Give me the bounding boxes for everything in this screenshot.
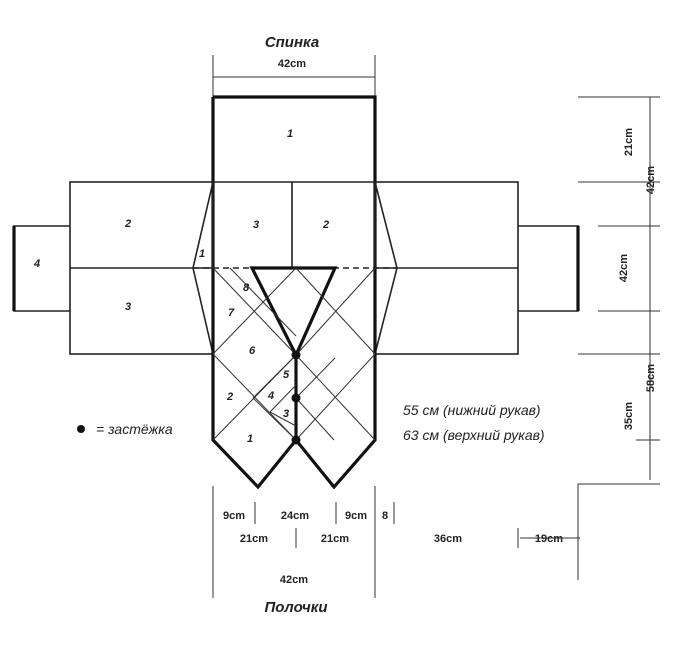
bottom-24: 24cm bbox=[281, 510, 309, 522]
bottom-21-left: 21cm bbox=[240, 533, 268, 545]
top-width-dimension: 42cm bbox=[212, 55, 376, 100]
svg-text:5: 5 bbox=[283, 369, 290, 381]
bottom-42: 42cm bbox=[280, 574, 308, 586]
bottom-36: 36cm bbox=[434, 533, 462, 545]
sleeve-note-lower: 55 см (нижний рукав) bbox=[403, 402, 541, 418]
clasp-legend: = застёжка bbox=[77, 421, 173, 437]
left-sleeve: 2 3 bbox=[69, 181, 214, 355]
fronts-title: Полочки bbox=[264, 599, 327, 616]
bottom-19: 19cm bbox=[535, 533, 563, 545]
right-sleeve-a-label: 58cm bbox=[645, 364, 657, 392]
bottom-dimensions: 9cm 24cm 9cm 8 21cm 21cm 36cm 19cm 42cm bbox=[212, 486, 580, 598]
back-title: Спинка bbox=[265, 34, 319, 51]
svg-text:3: 3 bbox=[125, 301, 131, 313]
svg-text:4: 4 bbox=[267, 390, 274, 402]
left-cuff: 4 bbox=[12, 225, 70, 312]
right-dimensions: 21cm 42cm 42cm 58cm 35cm bbox=[578, 96, 660, 480]
button-dot bbox=[291, 435, 301, 445]
svg-text:3: 3 bbox=[253, 219, 259, 231]
svg-text:6: 6 bbox=[249, 345, 256, 357]
legend-bullet bbox=[77, 425, 85, 433]
svg-text:7: 7 bbox=[228, 307, 235, 319]
svg-text:2: 2 bbox=[322, 219, 329, 231]
legend-text: = застёжка bbox=[96, 421, 173, 437]
right-total-label: 42cm bbox=[645, 166, 657, 194]
button-dot bbox=[291, 350, 301, 360]
right-cuff bbox=[518, 225, 580, 312]
svg-text:2: 2 bbox=[226, 391, 233, 403]
svg-text:2: 2 bbox=[124, 218, 131, 230]
svg-text:3: 3 bbox=[283, 408, 289, 420]
corner-bracket bbox=[577, 483, 660, 580]
svg-text:1: 1 bbox=[247, 433, 253, 445]
right-sleeve-b-label: 35cm bbox=[623, 402, 635, 430]
top-width-label: 42cm bbox=[278, 58, 306, 70]
bottom-9-right: 9cm bbox=[345, 510, 367, 522]
svg-text:1: 1 bbox=[199, 248, 205, 260]
svg-text:4: 4 bbox=[33, 258, 40, 270]
button-dot bbox=[291, 393, 301, 403]
back-middle-panels: 3 2 bbox=[211, 181, 377, 268]
bottom-21-right: 21cm bbox=[321, 533, 349, 545]
svg-text:1: 1 bbox=[287, 128, 293, 140]
front-panels: 8 7 6 5 4 3 2 1 bbox=[211, 266, 377, 490]
svg-text:8: 8 bbox=[243, 282, 250, 294]
right-cuff-label: 42cm bbox=[618, 254, 630, 282]
right-upper-label: 21cm bbox=[623, 128, 635, 156]
sleeve-note-upper: 63 см (верхний рукав) bbox=[403, 427, 545, 443]
back-upper-panel: 1 bbox=[211, 95, 377, 182]
bottom-8: 8 bbox=[382, 510, 388, 522]
bottom-9-left: 9cm bbox=[223, 510, 245, 522]
